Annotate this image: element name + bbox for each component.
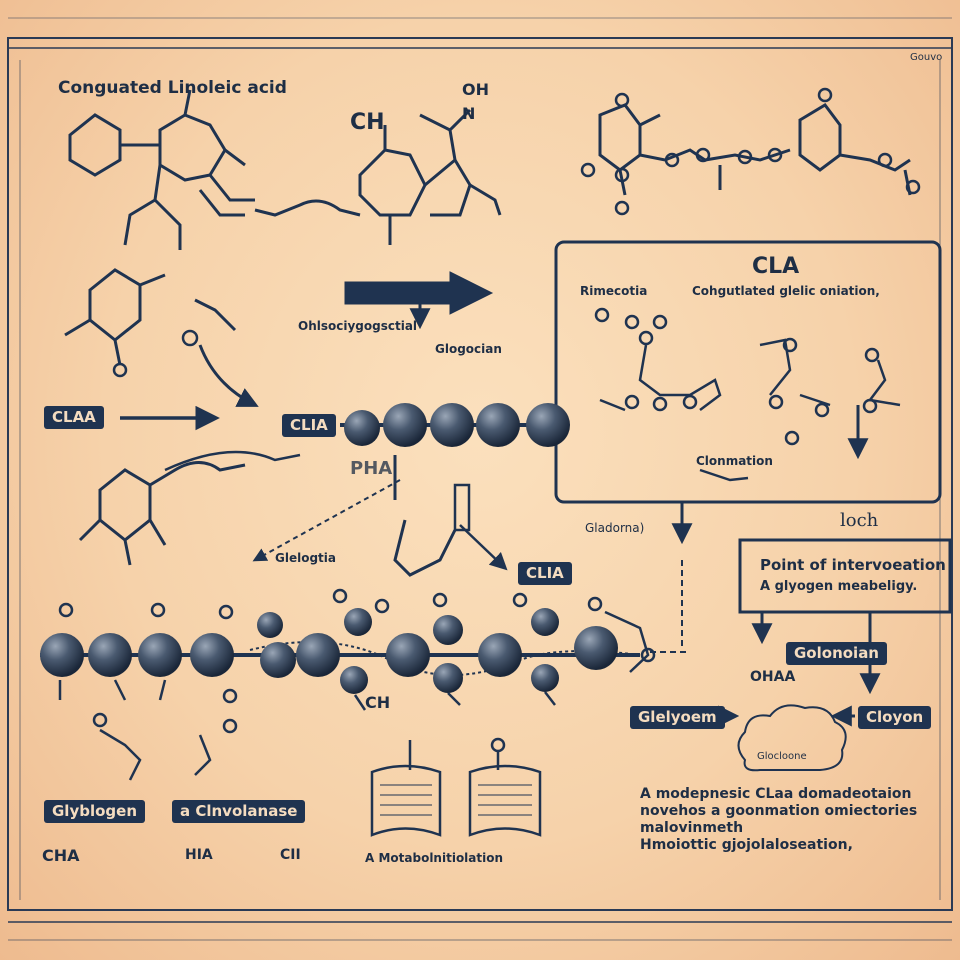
upper-sphere-chain (340, 403, 570, 577)
corner-label: Gouvo (910, 52, 943, 63)
glogocian-label: Glogocian (435, 342, 502, 356)
pha-label: PHA (350, 458, 393, 479)
cla-box-mid: CLIA (282, 414, 336, 437)
cla-panel-left-label: Rimecotia (580, 284, 648, 298)
molecule-top-right (598, 103, 912, 196)
clavolanase-box: a Clnvolanase (172, 800, 306, 823)
intervention-subtitle: A glyogen meabeligy. (760, 579, 918, 594)
footnote-line-1: A modepnesic CLaa domadeotaion (640, 786, 912, 802)
diagram-title: Conguated Linoleic acid (58, 78, 287, 98)
intervention-title: Point of intervoeation (760, 556, 946, 574)
flow-arrows (120, 271, 881, 727)
footnote-line-2: novehos a goonmation omiectories (640, 803, 918, 819)
oxygen-rings-top (580, 87, 921, 216)
glocloone-cloud (737, 704, 847, 772)
cloyon-box: Cloyon (858, 706, 932, 729)
molecule-left-mid (64, 268, 237, 366)
molecule-cla-panel (594, 307, 901, 482)
molecule-lower-left (78, 461, 246, 566)
glelogtia-label: Glelogtia (275, 551, 336, 565)
molecule-top-center (358, 108, 502, 245)
hia-label-bottom: HIA (185, 847, 213, 863)
footnote: A modepnesic CLaa domadeotaion novehos a… (640, 786, 917, 854)
cla-box-right: CLIA (518, 562, 572, 585)
cla-panel-subtitle: Cohgutlated glelic oniation, (692, 284, 880, 298)
cii-label-bottom: CII (280, 847, 301, 863)
metabolism-caption: A Motabolnitiolation (365, 851, 504, 865)
ohenolyt-label: Ohlsociygogsctial (298, 319, 418, 333)
page-frame (7, 17, 953, 941)
ch-label-top: CH (350, 110, 385, 135)
cla-panel-title: CLA (752, 254, 800, 279)
metabolism-book (370, 737, 542, 837)
loch-label: loch (840, 510, 879, 531)
cla-panel-lower-label: Clonmation (696, 454, 773, 468)
golonoian-box: Golonoian (786, 642, 887, 665)
oh-label-top: OH (462, 80, 489, 99)
cla-panel-border (554, 240, 942, 504)
glyblogen-box: Glyblogen (44, 800, 146, 823)
lower-sphere-chain (40, 588, 656, 781)
intervention-box-border (738, 538, 952, 614)
molecule-top-left (68, 89, 361, 250)
footnote-line-3: malovinmeth (640, 820, 744, 836)
ohaa-label: OHAA (750, 669, 796, 685)
cla-box-left: CLAA (44, 406, 104, 429)
glelyoem-box: Glelyoem (630, 706, 725, 729)
ch-label-bottom: CH (365, 693, 391, 712)
footnote-line-4: Hmoiottic gjojolaloseation, (640, 837, 853, 853)
glocloone-label: Glocloone (757, 751, 807, 762)
n-label-top: N (462, 104, 476, 123)
cha-label-bottom: CHA (42, 846, 80, 865)
gladorna-label: Gladorna) (585, 521, 645, 535)
